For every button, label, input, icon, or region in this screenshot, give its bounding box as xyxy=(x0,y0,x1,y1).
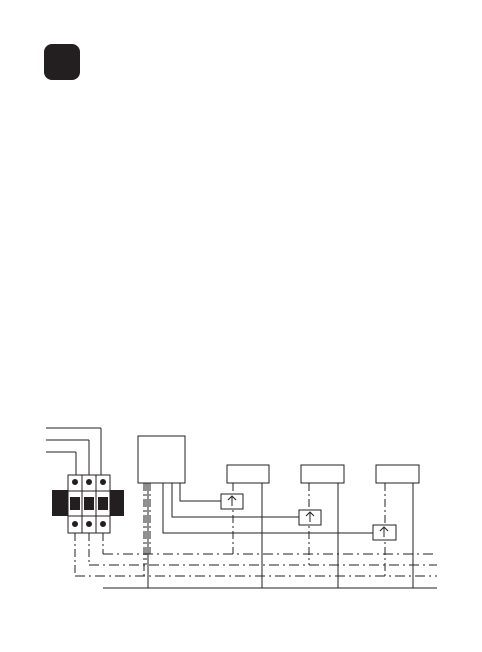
control-signals xyxy=(163,483,373,533)
circuit-breaker xyxy=(68,475,110,533)
load-box-2 xyxy=(301,465,344,483)
breaker-lever-2 xyxy=(84,497,94,510)
load-box-3 xyxy=(376,465,419,483)
breaker-lever-1 xyxy=(70,497,80,510)
dot-icon xyxy=(72,479,78,485)
load-1 xyxy=(221,465,269,588)
control-signal-3 xyxy=(163,483,373,533)
supply-lines xyxy=(46,428,101,475)
load-box-1 xyxy=(227,465,269,483)
load-3 xyxy=(373,465,419,588)
dot-icon xyxy=(86,521,92,527)
dot-icon xyxy=(100,479,106,485)
breaker-outputs xyxy=(75,533,103,576)
control-box-body xyxy=(138,436,185,483)
dot-icon xyxy=(72,521,78,527)
load-2 xyxy=(299,465,344,588)
dot-icon xyxy=(100,521,106,527)
dot-icon xyxy=(86,479,92,485)
control-signal-1 xyxy=(180,483,221,501)
breaker-lever-3 xyxy=(98,497,108,510)
bus-lines xyxy=(75,554,437,588)
